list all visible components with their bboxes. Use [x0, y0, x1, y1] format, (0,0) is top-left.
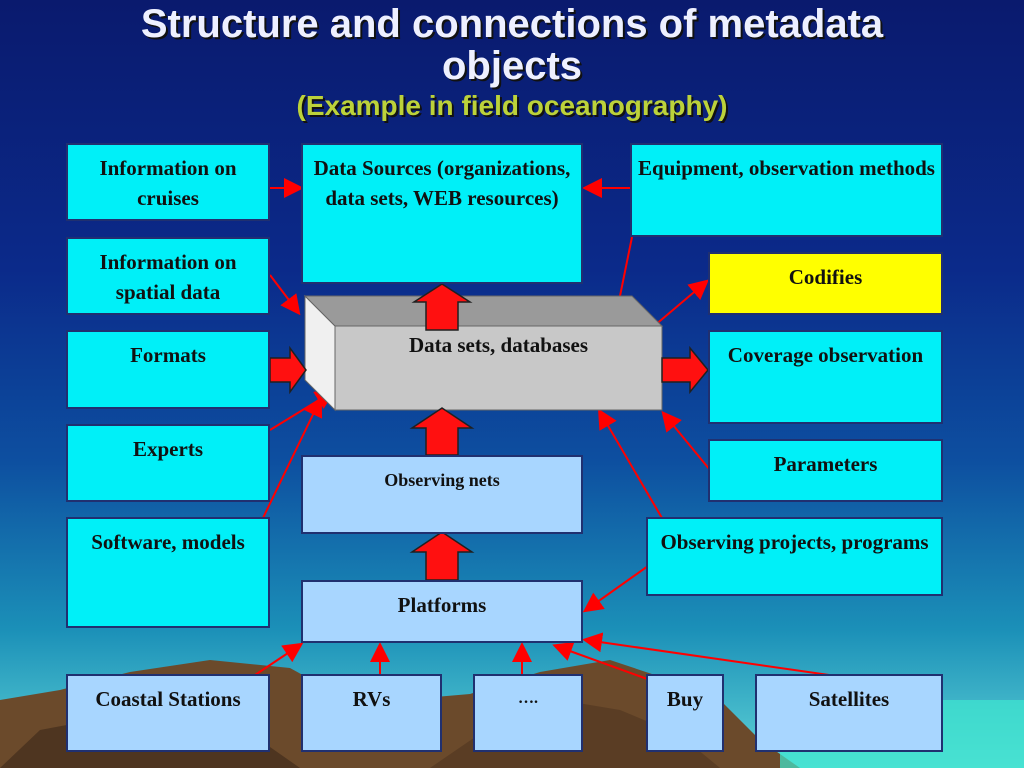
box-experts: Experts — [66, 424, 270, 502]
box-spatial-data: Information on spatial data — [66, 237, 270, 315]
box-observing-projects: Observing projects, programs — [646, 517, 943, 596]
arrow-codifies-databases — [635, 279, 710, 344]
box-cruises: Information on cruises — [66, 143, 270, 221]
box-formats: Formats — [66, 330, 270, 409]
box-observing-nets: Observing nets — [301, 455, 583, 534]
box-platforms: Platforms — [301, 580, 583, 643]
page-subtitle: (Example in field oceanography) — [296, 90, 728, 121]
box-ellipsis: …. — [473, 674, 583, 752]
arrow-coastal-to-platforms — [254, 642, 304, 676]
block-arrow-formats — [269, 345, 307, 395]
arrow-spatial-to-databases — [269, 274, 301, 316]
box-rvs: RVs — [301, 674, 442, 752]
block-arrow-up-to-sources — [411, 283, 473, 331]
arrow-projects-to-databases — [597, 408, 663, 519]
databases-label: Data sets, databases — [408, 333, 589, 357]
arrow-projects-to-platforms — [582, 565, 649, 613]
box-coverage-observation: Coverage observation — [708, 330, 943, 424]
box-data-sources: Data Sources (organizations, data sets, … — [301, 143, 583, 284]
arrow-equipment-to-databases — [619, 236, 633, 297]
box-buy: Buy — [646, 674, 724, 752]
database-3d-box — [303, 294, 664, 412]
box-equipment: Equipment, observation methods — [630, 143, 943, 237]
box-codifies: Codifies — [708, 252, 943, 315]
page-title: Structure and connections of metadata — [140, 2, 884, 46]
page-title-continued: objects — [441, 44, 583, 88]
arrow-software-to-databases — [261, 396, 323, 521]
box-parameters: Parameters — [708, 439, 943, 502]
block-arrow-up-nets — [409, 407, 475, 456]
arrow-buy-to-platforms — [552, 642, 651, 681]
arrow-satellites-to-platforms — [582, 632, 837, 677]
box-software-models: Software, models — [66, 517, 270, 628]
arrow-parameters-to-databases — [661, 410, 711, 471]
box-satellites: Satellites — [755, 674, 943, 752]
box-coastal-stations: Coastal Stations — [66, 674, 270, 752]
block-arrow-coverage — [661, 345, 709, 395]
block-arrow-up-platforms — [409, 531, 475, 581]
